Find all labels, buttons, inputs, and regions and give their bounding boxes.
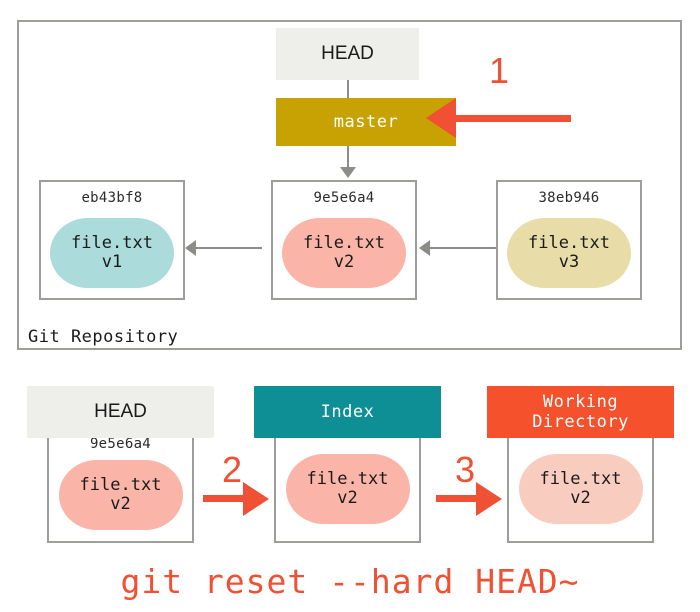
annotation-2-arrow-shaft	[203, 495, 245, 502]
commit-box-eb43bf8: eb43bf8 file.txt v1	[39, 180, 185, 300]
blob-version: v3	[558, 252, 580, 272]
blob-version: v2	[337, 488, 358, 508]
commit-box-9e5e6a4: 9e5e6a4 file.txt v2	[271, 180, 417, 300]
blob-filename: file.txt	[303, 232, 385, 253]
commit-hash: 38eb946	[538, 190, 600, 206]
blob-version: v2	[570, 488, 591, 508]
area-head-blob: file.txt v2	[58, 460, 183, 530]
annotation-2-number: 2	[222, 449, 243, 490]
area-index-title: Index	[320, 401, 375, 422]
area-working-directory-title-line2: Directory	[532, 412, 629, 432]
master-to-commit-arrowhead-icon	[340, 167, 356, 178]
area-head-title: HEAD	[94, 400, 147, 422]
area-working-directory-body: file.txt v2	[507, 430, 654, 543]
area-working-directory-title-line1: Working	[542, 391, 619, 412]
annotation-2-arrowhead-icon	[243, 482, 269, 516]
blob-filename: file.txt	[71, 232, 153, 253]
head-to-master-connector	[347, 80, 349, 98]
commit-hash: 9e5e6a4	[313, 190, 375, 206]
master-branch-label: master	[333, 112, 399, 132]
commit3-to-commit2-arrowhead-icon	[419, 240, 430, 256]
area-head-hash: 9e5e6a4	[89, 436, 152, 452]
git-repository-label: Git Repository	[28, 327, 179, 347]
area-index-header: Index	[254, 386, 441, 438]
commit2-to-commit1-line	[196, 247, 262, 249]
annotation-1-number: 1	[489, 50, 510, 91]
annotation-1-arrow-shaft	[456, 115, 571, 122]
annotation-3-number: 3	[455, 449, 476, 490]
area-working-directory-group: Working Directory file.txt v2	[487, 386, 674, 543]
commit-hash: eb43bf8	[81, 190, 143, 206]
area-index-group: Index file.txt v2	[254, 386, 441, 543]
commit-blob: file.txt v1	[50, 218, 174, 288]
area-head-group: HEAD 9e5e6a4 file.txt v2	[27, 386, 214, 543]
area-index-body: file.txt v2	[274, 430, 421, 543]
area-working-directory-blob: file.txt v2	[518, 454, 643, 524]
blob-filename: file.txt	[79, 474, 162, 495]
commit-blob: file.txt v3	[507, 218, 631, 288]
blob-filename: file.txt	[539, 468, 622, 489]
blob-filename: file.txt	[306, 468, 389, 489]
commit-box-38eb946: 38eb946 file.txt v3	[496, 180, 642, 300]
area-working-directory-header: Working Directory	[487, 386, 674, 438]
blob-version: v2	[110, 494, 131, 514]
blob-version: v1	[101, 252, 123, 272]
annotation-3-arrow-shaft	[436, 495, 478, 502]
head-pointer-label: HEAD	[321, 43, 374, 64]
command-caption: git reset --hard HEAD~	[120, 562, 580, 601]
area-index-blob: file.txt v2	[285, 454, 410, 524]
annotation-1-arrowhead-icon	[426, 98, 456, 138]
head-pointer-box: HEAD	[276, 28, 419, 80]
annotation-3-arrowhead-icon	[476, 482, 502, 516]
area-head-body: 9e5e6a4 file.txt v2	[47, 430, 194, 543]
commit2-to-commit1-arrowhead-icon	[185, 240, 196, 256]
commit3-to-commit2-line	[430, 247, 496, 249]
area-head-header: HEAD	[27, 386, 214, 438]
commit-blob: file.txt v2	[282, 218, 406, 288]
master-to-commit-connector	[347, 146, 349, 168]
blob-filename: file.txt	[528, 232, 610, 253]
blob-version: v2	[333, 252, 355, 272]
